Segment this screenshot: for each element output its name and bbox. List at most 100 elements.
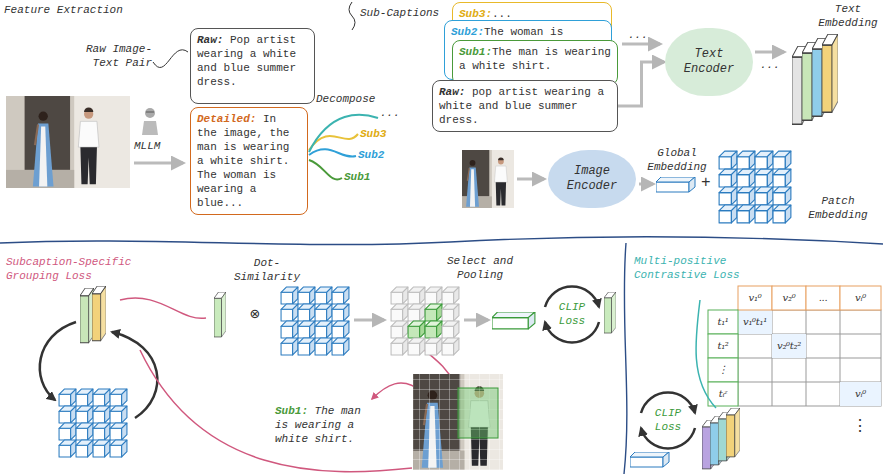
dot-similarity	[281, 287, 349, 355]
input-photo	[6, 96, 130, 189]
contrastive-embeddings	[696, 300, 716, 408]
annotation: ...	[380, 106, 400, 120]
annotation: Raw Image-Text Pair	[70, 42, 152, 70]
input-photo	[6, 96, 130, 189]
flow-arrow	[464, 319, 488, 322]
table-cell: v₂⁰	[772, 286, 806, 310]
table-cell: t₁¹	[708, 310, 738, 334]
grouping-photo	[394, 374, 522, 470]
similarity-matrix	[772, 334, 806, 358]
flow-arrow	[517, 178, 544, 181]
similarity-matrix	[708, 334, 738, 358]
annotation: MLLM	[134, 139, 160, 153]
grouping-embeddings	[92, 286, 106, 341]
annotation: Patch Embedding	[800, 194, 876, 222]
caption-text: Text Encoder	[679, 47, 739, 77]
caption-tag: Sub3:	[459, 8, 492, 20]
contrastive-embeddings	[630, 300, 740, 469]
similarity-matrix	[708, 358, 738, 382]
caption-tag: Raw:	[439, 86, 465, 98]
caption-text: In the image, the man is wearing a white…	[197, 113, 289, 209]
similarity-matrix	[708, 382, 738, 406]
annotation: Text Embedding	[815, 2, 881, 30]
annotation: Feature Extraction	[4, 3, 123, 17]
grouping-embeddings	[59, 389, 127, 457]
global-embedding	[656, 177, 695, 192]
dot-similarity	[214, 292, 226, 337]
similarity-matrix	[840, 382, 881, 406]
similarity-matrix	[708, 310, 738, 334]
grouping-photo	[458, 388, 498, 438]
annotation: Sub1	[344, 170, 370, 184]
similarity-matrix	[772, 286, 806, 310]
table-cell: vᵢ⁰	[840, 382, 881, 406]
section-divider	[624, 243, 627, 474]
flow-arrow	[755, 51, 784, 54]
cycle-arrow	[40, 286, 695, 448]
flow-arrow	[639, 183, 653, 186]
dot-similarity	[604, 292, 616, 333]
patch-embedding	[719, 151, 791, 223]
table-cell: ⋮	[708, 358, 738, 382]
annotation: ...	[760, 58, 780, 72]
section-divider	[0, 237, 883, 245]
flow-arrow	[622, 43, 660, 46]
grouping-embeddings	[59, 286, 127, 457]
contrastive-embeddings	[726, 408, 740, 457]
similarity-matrix	[738, 286, 881, 310]
dot-similarity	[492, 312, 535, 329]
annotation: Multi-positive Contrastive Loss	[634, 254, 758, 282]
patch-embedding	[719, 151, 791, 223]
decompose-strand	[309, 134, 358, 150]
pink-link	[140, 350, 412, 472]
dot-similarity	[391, 287, 459, 355]
section-divider	[0, 237, 883, 474]
grouping-photo	[413, 374, 503, 470]
grouping-embeddings	[80, 288, 94, 343]
input-thumbnail	[449, 150, 526, 208]
similarity-matrix	[708, 310, 738, 406]
annotation: Decompose	[316, 92, 375, 106]
table-cell: v₂⁰t₂²	[772, 334, 806, 358]
leader-line	[153, 50, 188, 68]
dot-similarity	[214, 287, 616, 355]
text-embedding	[822, 34, 838, 112]
table-cell: tᵢᶻ	[708, 382, 738, 406]
annotation: Sub-Captions	[360, 6, 439, 20]
decompose-strand	[309, 149, 356, 156]
decompose-strand	[309, 160, 342, 179]
caption-tag: Sub1:	[459, 46, 492, 58]
table-cell: t₁²	[708, 334, 738, 358]
grouping-photo	[394, 374, 522, 470]
caption-box: Raw:pop artist wearing a white and blue …	[432, 80, 618, 132]
decompose-strand	[309, 115, 378, 180]
annotation: Subcaption-Specific Grouping Loss	[6, 255, 146, 283]
table-cell: vᵢ⁰	[840, 286, 881, 310]
annotation: Sub3	[360, 127, 386, 141]
mllm-icon	[145, 108, 155, 118]
encoder-blob: Image Encoder	[548, 150, 636, 208]
annotation: ...	[628, 28, 648, 42]
similarity-matrix	[738, 310, 881, 406]
annotation: Dot-Similarity	[232, 256, 302, 284]
table-cell: v₁⁰t₁¹	[738, 310, 772, 334]
leader-line	[349, 2, 355, 30]
annotation: CLIP Loss	[650, 406, 686, 434]
similarity-matrix	[806, 286, 840, 310]
annotation: Sub2	[358, 148, 384, 162]
global-embedding	[656, 177, 695, 192]
caption-tag: Detailed:	[197, 113, 256, 125]
mllm-icon	[142, 108, 158, 135]
annotation: +	[701, 174, 711, 192]
annotation: ⋮	[852, 418, 868, 436]
caption-box: Sub1:The man is wearing a white shirt.	[452, 40, 618, 85]
text-embedding	[792, 34, 838, 124]
caption-tag: Sub2:	[451, 26, 484, 38]
caption-text: ...	[492, 8, 512, 20]
table-cell: v₁⁰	[738, 286, 772, 310]
flow-arrow	[134, 162, 183, 165]
annotation: Select and Pooling	[438, 254, 522, 282]
cycle-arrow	[112, 332, 157, 418]
similarity-matrix	[738, 310, 881, 406]
